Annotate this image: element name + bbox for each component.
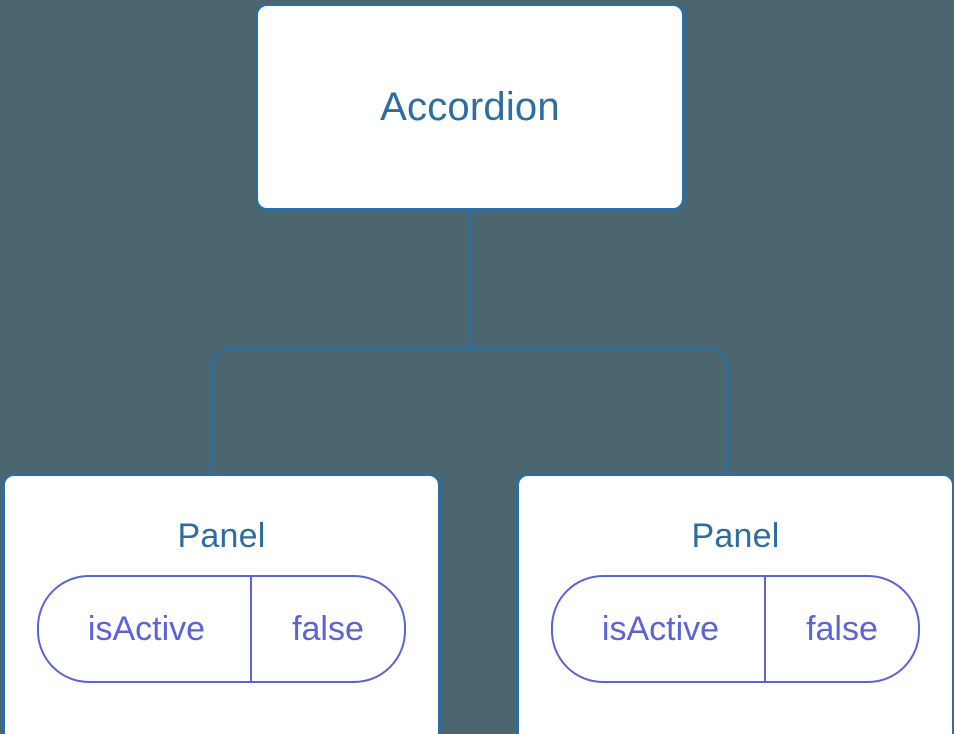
node-panel-left-title: Panel [177, 517, 266, 555]
node-accordion[interactable]: Accordion [255, 3, 685, 211]
state-pill-right-key: isActive [553, 577, 766, 681]
state-pill-right-value: false [806, 610, 878, 648]
state-pill-right[interactable]: isActive false [551, 575, 920, 683]
node-panel-right-title: Panel [691, 517, 780, 555]
node-accordion-title: Accordion [380, 85, 560, 129]
state-pill-left-key: isActive [39, 577, 252, 681]
state-pill-left-value: false [292, 610, 364, 648]
state-pill-left[interactable]: isActive false [37, 575, 406, 683]
edge-to-panel-left [210, 346, 470, 476]
node-panel-left[interactable]: Panel isActive false [2, 473, 441, 734]
node-panel-right[interactable]: Panel isActive false [516, 473, 954, 734]
edge-to-panel-right [470, 346, 729, 476]
